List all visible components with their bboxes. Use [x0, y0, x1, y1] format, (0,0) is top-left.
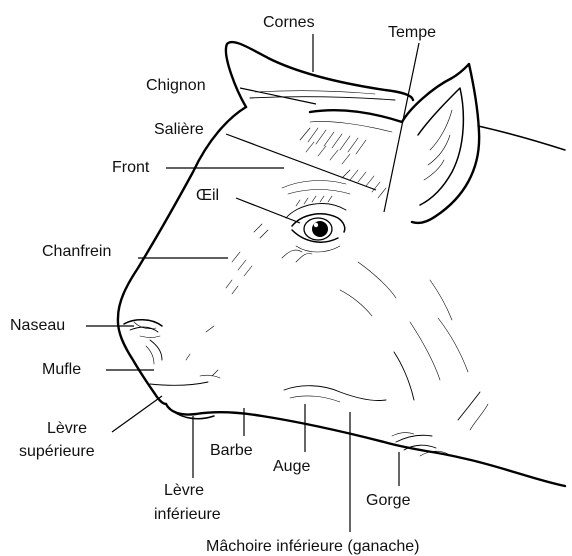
- label-barbe: Barbe: [210, 442, 253, 459]
- label-oeil: Œil: [196, 187, 219, 204]
- label-gorge: Gorge: [366, 492, 411, 509]
- label-levre-sup-line1: Lèvre: [47, 420, 87, 437]
- leader-oeil: [236, 198, 300, 223]
- horn-outline: [226, 42, 413, 107]
- label-levre-sup-line2: supérieure: [19, 443, 95, 460]
- eye-pupil: [312, 221, 328, 237]
- mouth-line: [150, 382, 208, 385]
- ear-inner: [418, 88, 463, 205]
- leader-saliere: [226, 134, 376, 190]
- head-front-outline: [118, 107, 246, 404]
- leader-tempe: [384, 43, 419, 212]
- label-cornes: Cornes: [263, 14, 315, 31]
- labels: Cornes Tempe Chignon Salière Front Œil C…: [10, 14, 436, 555]
- forehead-hatching: [300, 121, 392, 164]
- label-front: Front: [112, 159, 150, 176]
- neck-top-outline: [478, 126, 565, 150]
- label-machoire: Mâchoire inférieure (ganache): [206, 538, 419, 555]
- cow-head-drawing: [118, 42, 565, 486]
- label-tempe: Tempe: [388, 24, 436, 41]
- face-hatching: [186, 224, 312, 376]
- nostril: [124, 320, 162, 326]
- ear-outline: [402, 64, 479, 223]
- label-chignon: Chignon: [146, 77, 206, 94]
- label-levre-inf-line2: inférieure: [154, 506, 221, 523]
- cheek-lines: [284, 262, 488, 430]
- label-naseau: Naseau: [10, 317, 65, 334]
- label-auge: Auge: [273, 458, 310, 475]
- label-levre-inf-line1: Lèvre: [164, 482, 204, 499]
- horn-ridge: [250, 97, 395, 100]
- leader-levre-sup: [112, 396, 162, 432]
- label-saliere: Salière: [154, 121, 204, 138]
- lower-lip: [166, 404, 214, 419]
- label-mufle: Mufle: [42, 361, 81, 378]
- label-chanfrein: Chanfrein: [42, 243, 111, 260]
- poll-outline: [310, 110, 402, 122]
